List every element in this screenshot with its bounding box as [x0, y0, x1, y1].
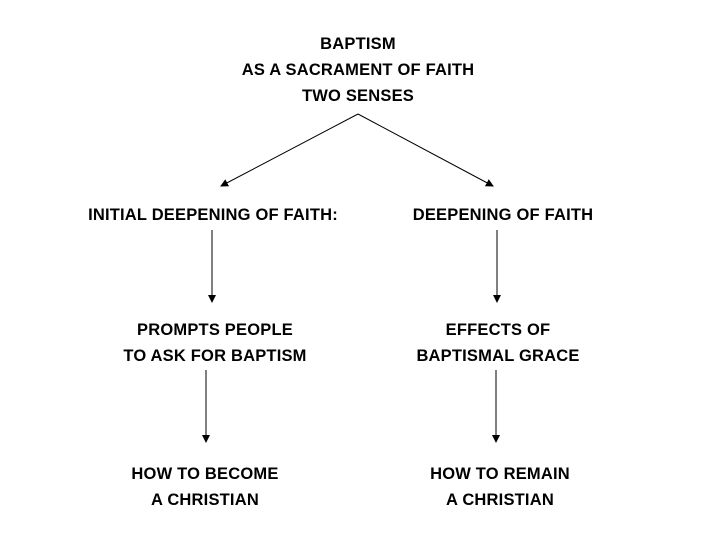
right-sense-label: DEEPENING OF FAITH	[412, 206, 594, 224]
right-effect-node: EFFECTS OF BAPTISMAL GRACE	[388, 317, 608, 369]
right-effect-line-1: EFFECTS OF	[445, 321, 551, 339]
arrow-root-to-left	[220, 113, 359, 187]
left-outcome-line-1: HOW TO BECOME	[131, 465, 279, 483]
arrow-root-to-right	[357, 113, 494, 187]
left-effect-node: PROMPTS PEOPLE TO ASK FOR BAPTISM	[95, 317, 335, 369]
right-sense-node: DEEPENING OF FAITH	[388, 202, 618, 228]
left-sense-node: INITIAL DEEPENING OF FAITH:	[58, 202, 368, 228]
root-senses: TWO SENSES	[301, 87, 414, 105]
left-effect-line-2: TO ASK FOR BAPTISM	[123, 347, 307, 365]
right-outcome-line-1: HOW TO REMAIN	[430, 465, 570, 483]
root-title: BAPTISM	[320, 35, 396, 53]
root-node: BAPTISM AS A SACRAMENT OF FAITH TWO SENS…	[208, 31, 508, 109]
left-sense-label: INITIAL DEEPENING OF FAITH:	[88, 206, 338, 224]
right-effect-line-2: BAPTISMAL GRACE	[416, 347, 580, 365]
left-effect-line-1: PROMPTS PEOPLE	[137, 321, 293, 339]
right-outcome-node: HOW TO REMAIN A CHRISTIAN	[390, 461, 610, 513]
root-subtitle: AS A SACRAMENT OF FAITH	[241, 61, 475, 79]
left-outcome-node: HOW TO BECOME A CHRISTIAN	[95, 461, 315, 513]
left-outcome-line-2: A CHRISTIAN	[151, 491, 259, 509]
right-outcome-line-2: A CHRISTIAN	[446, 491, 554, 509]
